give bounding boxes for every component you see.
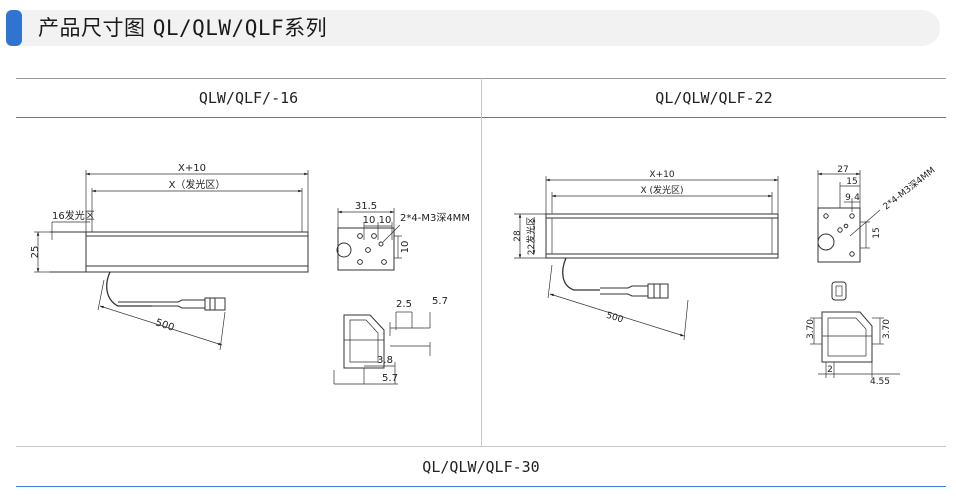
left-dim-57b: 5.7 bbox=[382, 373, 398, 384]
left-dim-38: 3.8 bbox=[377, 355, 393, 366]
right-dim-15a: 15 bbox=[846, 177, 857, 187]
left-dim-10b: 10 bbox=[379, 215, 392, 226]
right-section-header: QL/QLW/QLF-22 bbox=[655, 89, 773, 107]
left-front-view bbox=[34, 170, 309, 351]
left-dim-25: 25 bbox=[30, 246, 41, 259]
left-dim-500: 500 bbox=[154, 317, 176, 333]
right-dim-4: 4 bbox=[854, 193, 860, 203]
left-dim-emit: 16发光区 bbox=[52, 209, 95, 222]
left-profile-labels: 2.5 5.7 3.8 5.7 bbox=[377, 296, 448, 384]
column-divider bbox=[481, 78, 482, 446]
left-dim-25b: 2.5 bbox=[396, 299, 412, 310]
left-dim-x: X（发光区） bbox=[169, 178, 226, 191]
page-title: 产品尺寸图 QL/QLW/QLF系列 bbox=[38, 15, 327, 41]
right-profile-labels: 3.70 3.70 2 4.55 bbox=[806, 319, 892, 387]
right-dim-370b: 3.70 bbox=[882, 319, 892, 339]
right-dim-500: 500 bbox=[605, 311, 625, 326]
bottom-section-header: QL/QLW/QLF-30 bbox=[422, 458, 540, 476]
left-front-labels: X+10 X（发光区） 16发光区 25 500 bbox=[30, 163, 225, 334]
left-end-labels: 31.5 10 10 10 2*4-M3深4MM bbox=[355, 201, 470, 253]
title-accent-bar bbox=[6, 10, 22, 46]
right-dim-27: 27 bbox=[837, 165, 848, 175]
right-dim-15v: 15 bbox=[872, 227, 882, 238]
right-note-holes: 2*4-M3深4MM bbox=[881, 165, 937, 212]
bottom-rule bbox=[16, 486, 946, 487]
left-dim-10a: 10 bbox=[363, 215, 376, 226]
right-dim-x: X (发光区) bbox=[640, 184, 683, 196]
page-title-series: QL/QLW/QLF系列 bbox=[152, 16, 328, 40]
middle-rule bbox=[16, 446, 946, 447]
right-dim-455: 4.55 bbox=[870, 377, 890, 387]
title-bar bbox=[6, 10, 940, 46]
left-section-header: QLW/QLF/-16 bbox=[198, 89, 299, 107]
right-dim-28: 28 bbox=[513, 230, 523, 242]
left-dim-315: 31.5 bbox=[355, 201, 377, 212]
left-end-view bbox=[336, 208, 402, 271]
right-dim-370a: 3.70 bbox=[806, 319, 816, 339]
right-dim-9: 9 bbox=[845, 193, 851, 203]
left-profile-view bbox=[333, 311, 431, 385]
page-title-cn: 产品尺寸图 bbox=[38, 16, 146, 40]
left-dim-10v: 10 bbox=[400, 241, 411, 254]
left-dim-x10: X+10 bbox=[178, 163, 206, 174]
right-dim-2: 2 bbox=[827, 365, 833, 375]
right-profile-view bbox=[810, 311, 900, 378]
right-front-view bbox=[514, 176, 779, 341]
right-front-labels: X+10 X (发光区) 28 22发光区 500 bbox=[513, 170, 684, 325]
left-dim-57a: 5.7 bbox=[432, 296, 448, 307]
right-dim-x10: X+10 bbox=[649, 170, 674, 180]
right-dim-22: 22发光区 bbox=[525, 217, 537, 255]
right-end-view bbox=[817, 170, 881, 301]
left-note-holes: 2*4-M3深4MM bbox=[400, 212, 470, 224]
